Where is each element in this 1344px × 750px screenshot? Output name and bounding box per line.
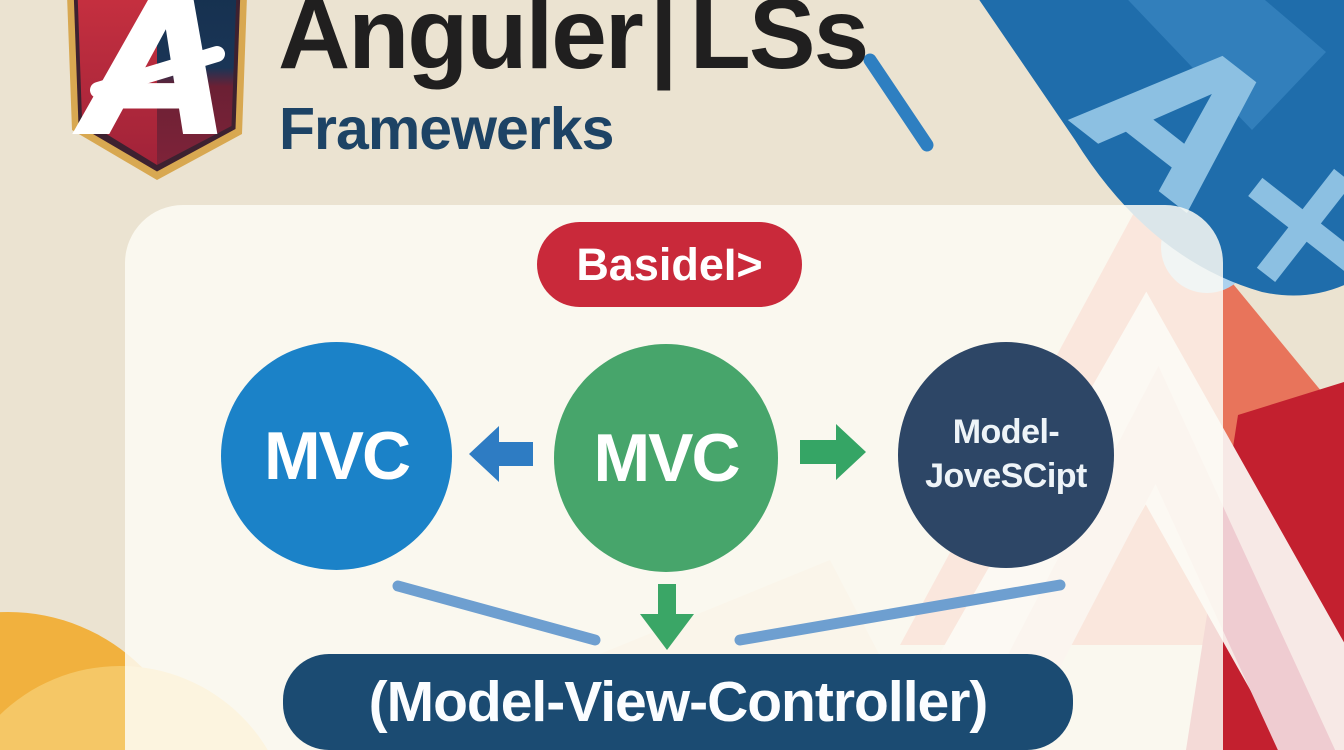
- node-model-navy: Model- JoveSCipt: [898, 342, 1114, 568]
- baside-badge: BasideI>: [537, 222, 802, 307]
- page-title: Anguler|LSs: [278, 0, 869, 84]
- badge-label: BasideI>: [576, 238, 763, 290]
- title-divider: |: [649, 0, 678, 90]
- node-label-line1: Model-: [952, 413, 1060, 452]
- node-mvc-blue-label: MVC: [263, 418, 411, 494]
- title-part1: Anguler: [278, 0, 644, 90]
- banner-label: (Model-View-Controller): [368, 670, 989, 734]
- node-label-line2: JoveSCipt: [925, 457, 1087, 495]
- node-mvc-blue: MVC: [221, 342, 452, 570]
- shield-right-half: [157, 0, 237, 165]
- angular-shield-logo: A: [67, 0, 247, 180]
- blue-dash: [863, 53, 934, 152]
- blue-band-stripe: [1090, 0, 1326, 130]
- node-mvc-green-label: MVC: [593, 420, 740, 496]
- node-mvc-green: MVC: [554, 344, 778, 572]
- node-model-navy-label: Model- JoveSCipt: [925, 411, 1087, 498]
- mvc-banner: (Model-View-Controller): [283, 654, 1073, 750]
- title-part2: LSs: [689, 0, 869, 90]
- orange-strip: [1226, 498, 1344, 650]
- page-subtitle: Framewerks: [279, 96, 614, 162]
- logo-crossbar: [90, 46, 225, 98]
